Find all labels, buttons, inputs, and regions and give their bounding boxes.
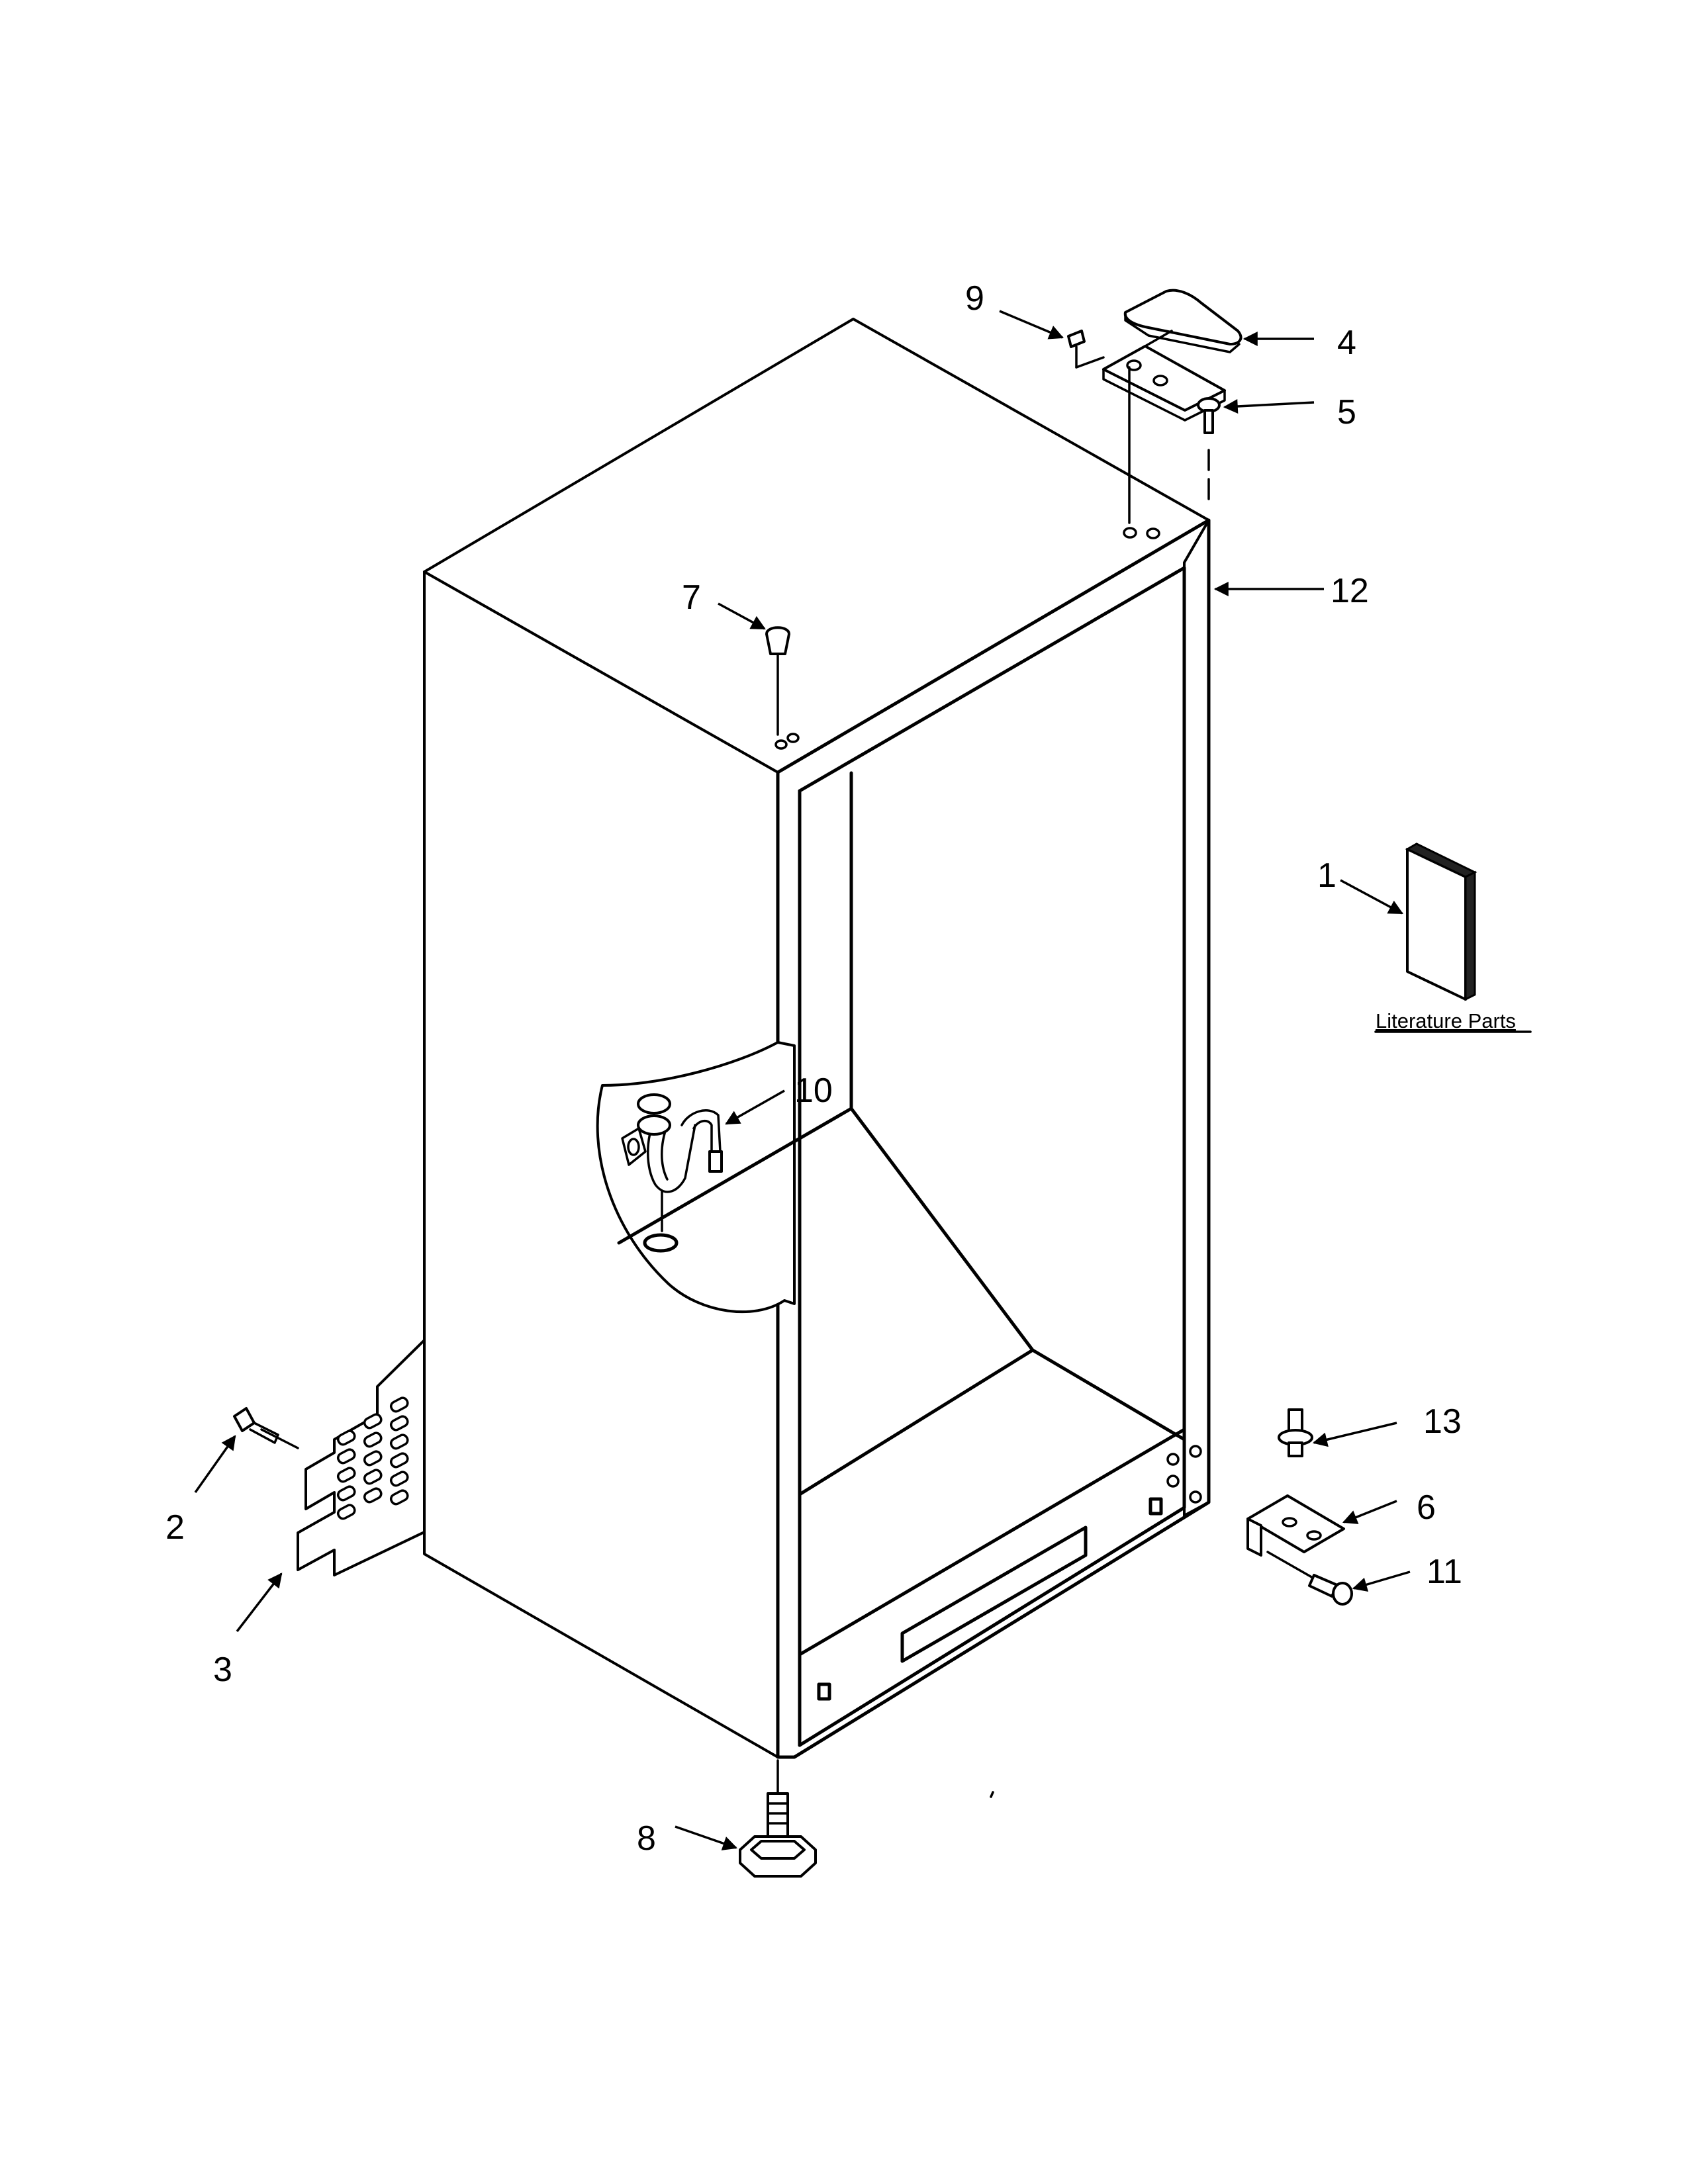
callout-13: 13 [1423,1402,1462,1441]
arrow-1 [1340,879,1403,915]
callout-4: 4 [1337,324,1356,362]
leader-arrows [194,310,1411,1850]
callout-10: 10 [794,1071,833,1110]
arrow-7 [718,602,766,630]
grille-screw [233,1407,299,1449]
arrow-10 [725,1089,785,1125]
arrow-11 [1352,1570,1411,1592]
arrow-2 [194,1435,236,1494]
drain-tube-assembly [621,1093,723,1253]
arrow-13 [1312,1422,1397,1447]
callout-9: 9 [965,279,984,318]
arrow-3 [236,1572,283,1633]
arrow-6 [1342,1500,1397,1524]
arrow-8 [675,1825,738,1850]
stray-mark [990,1791,994,1798]
bottom-hinge-screw [1266,1551,1353,1606]
cabinet [423,318,1211,1759]
top-hinge-cover [1123,289,1243,353]
arrow-5 [1223,398,1315,414]
rear-grille [297,1339,426,1576]
callout-labels: 1 2 3 4 5 6 7 8 9 10 11 12 13 [165,279,1462,1858]
grille-slots [336,1396,409,1520]
callout-8: 8 [637,1819,656,1858]
callout-1: 1 [1317,856,1336,895]
callout-5: 5 [1337,393,1356,432]
callout-12: 12 [1331,572,1369,610]
callout-11: 11 [1427,1553,1462,1591]
callout-7: 7 [682,578,701,617]
literature-parts-label: Literature Parts [1376,1009,1516,1032]
hinge-screw [1067,330,1131,524]
door-stop [765,626,790,736]
bottom-hinge-pin [1278,1408,1313,1457]
arrow-9 [999,310,1064,340]
top-hinge [1102,330,1226,504]
leveling-leg [739,1759,817,1878]
callout-6: 6 [1417,1488,1436,1527]
callout-3: 3 [213,1651,232,1689]
bottom-hinge [1246,1494,1345,1557]
literature-parts [1405,842,1477,1001]
callout-2: 2 [165,1508,185,1547]
